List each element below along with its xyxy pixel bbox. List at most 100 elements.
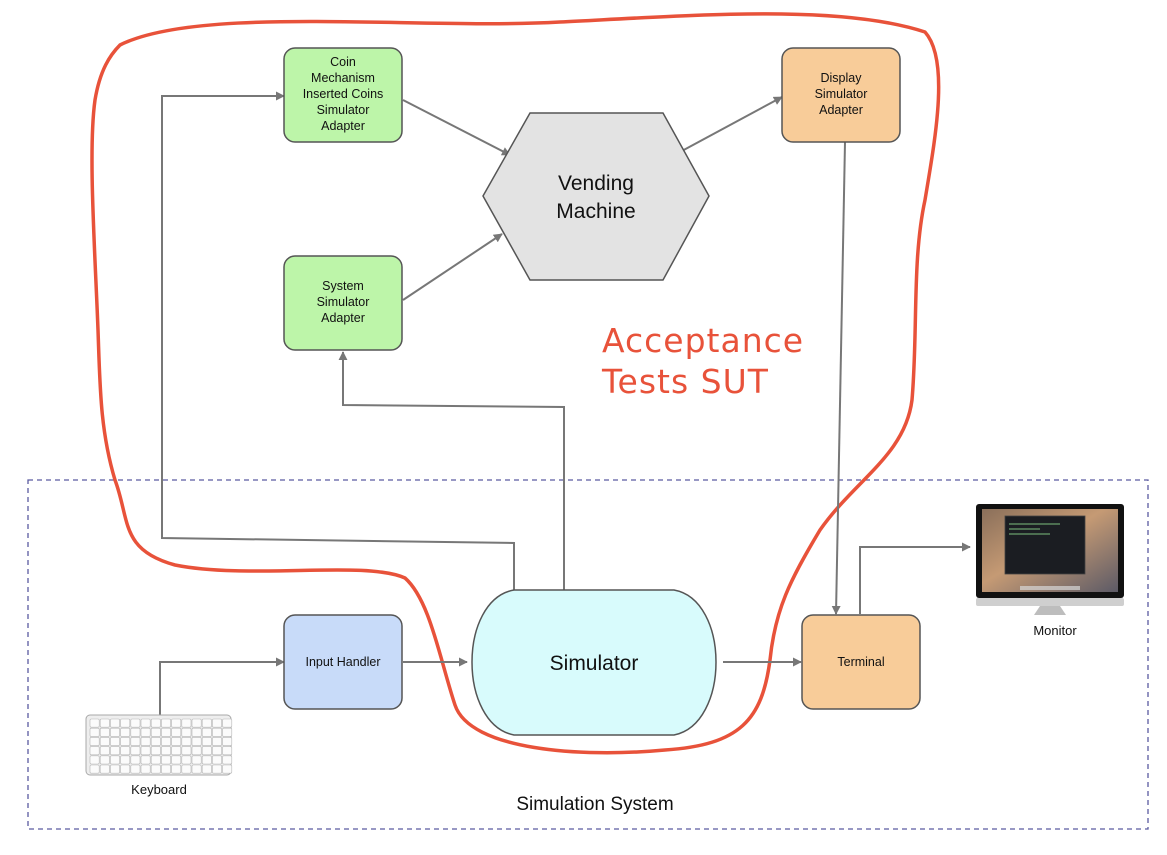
- edge-display-adapter-to-terminal: [831, 141, 846, 615]
- terminal-node[interactable]: Terminal: [801, 614, 921, 710]
- keyboard-key: [130, 755, 141, 765]
- keyboard-key: [99, 764, 110, 774]
- system-adapter-label-3: Adapter: [321, 311, 365, 325]
- edge-keyboard-to-input-handler: [159, 657, 285, 715]
- keyboard-key: [99, 727, 110, 737]
- keyboard-key: [222, 727, 233, 737]
- keyboard-key: [99, 755, 110, 765]
- keyboard-key: [120, 746, 131, 756]
- keyboard-key: [150, 764, 161, 774]
- system-adapter-label-1: System: [322, 279, 364, 293]
- keyboard-key: [110, 718, 120, 728]
- keyboard-key: [120, 727, 131, 737]
- keyboard-key: [99, 737, 110, 746]
- keyboard-key: [201, 746, 212, 756]
- coin-mechanism-adapter-node[interactable]: Coin Mechanism Inserted Coins Simulator …: [283, 47, 403, 143]
- keyboard-key: [161, 764, 171, 774]
- keyboard-key: [110, 727, 120, 737]
- keyboard-key: [201, 737, 212, 746]
- keyboard-key: [130, 737, 141, 746]
- keyboard-key: [89, 746, 100, 756]
- display-simulator-adapter-node[interactable]: Display Simulator Adapter: [781, 47, 901, 143]
- keyboard-key: [99, 746, 110, 756]
- coin-adapter-label-5: Adapter: [321, 119, 365, 133]
- keyboard-key: [181, 718, 192, 728]
- input-handler-label: Input Handler: [305, 655, 380, 669]
- simulator-node[interactable]: Simulator: [471, 589, 717, 736]
- keyboard-key: [120, 737, 131, 746]
- keyboard-key: [99, 718, 110, 728]
- system-simulator-adapter-node[interactable]: System Simulator Adapter: [283, 255, 403, 351]
- coin-adapter-label-4: Simulator: [317, 103, 370, 117]
- keyboard-icon: [85, 714, 233, 776]
- monitor-icon: [976, 504, 1124, 615]
- keyboard-key: [212, 727, 222, 737]
- input-handler-node[interactable]: Input Handler: [283, 614, 403, 710]
- monitor-stand: [1034, 606, 1066, 615]
- acceptance-sut-outline: [90, 12, 941, 755]
- display-adapter-box: [781, 47, 901, 143]
- monitor-terminal-window: [1004, 515, 1086, 575]
- coin-adapter-label-3: Inserted Coins: [303, 87, 384, 101]
- keyboard-key: [222, 755, 233, 765]
- keyboard-key: [89, 718, 100, 728]
- keyboard-key: [161, 755, 171, 765]
- keyboard-key: [130, 727, 141, 737]
- keyboard-key: [140, 746, 151, 756]
- simulation-system-label: Simulation System: [516, 794, 673, 815]
- vending-machine-node[interactable]: Vending Machine: [482, 112, 710, 281]
- keyboard-key: [222, 764, 233, 774]
- keyboard-key: [150, 718, 161, 728]
- keyboard-key: [140, 737, 151, 746]
- keyboard-key: [120, 718, 131, 728]
- edge-system-adapter-to-vending: [402, 233, 503, 301]
- keyboard-key: [89, 764, 100, 774]
- keyboard-key: [110, 764, 120, 774]
- keyboard-key: [110, 755, 120, 765]
- keyboard-key: [110, 746, 120, 756]
- connectors: [159, 91, 971, 715]
- keyboard-key: [89, 727, 100, 737]
- keyboard-key: [201, 718, 212, 728]
- edge-terminal-to-monitor: [859, 542, 971, 614]
- monitor-label: Monitor: [1033, 623, 1077, 638]
- keyboard-key: [171, 727, 182, 737]
- keyboard-label: Keyboard: [131, 782, 187, 797]
- edge-vending-to-display-adapter: [679, 96, 783, 153]
- keyboard-key: [181, 764, 192, 774]
- acceptance-sut-label-line1: Acceptance: [602, 321, 804, 360]
- simulator-shape: [471, 589, 717, 736]
- keyboard-key: [140, 727, 151, 737]
- keyboard-key: [181, 737, 192, 746]
- keyboard-key: [222, 718, 233, 728]
- simulator-label: Simulator: [550, 652, 639, 675]
- coin-adapter-box: [283, 47, 403, 143]
- keyboard-key: [140, 764, 151, 774]
- keyboard-key: [89, 737, 100, 746]
- terminal-box: [801, 614, 921, 710]
- keyboard-key: [161, 727, 171, 737]
- keyboard-key: [130, 718, 141, 728]
- vending-machine-label-1: Vending: [558, 172, 634, 195]
- keyboard-key: [171, 737, 182, 746]
- monitor-chin: [976, 598, 1124, 606]
- keyboard-key: [191, 746, 202, 756]
- keyboard-key: [171, 746, 182, 756]
- display-adapter-label-3: Adapter: [819, 103, 863, 117]
- keyboard-key: [191, 718, 202, 728]
- keyboard-key: [120, 764, 131, 774]
- keyboard-key: [212, 737, 222, 746]
- edge-coin-adapter-to-vending: [402, 99, 511, 156]
- keyboard-key: [181, 755, 192, 765]
- monitor-dock: [1020, 586, 1080, 590]
- keyboard-key: [191, 755, 202, 765]
- display-adapter-label-1: Display: [821, 71, 863, 85]
- keyboard-key: [140, 755, 151, 765]
- keyboard-key: [110, 737, 120, 746]
- keyboard-key: [201, 755, 212, 765]
- keyboard-key: [171, 755, 182, 765]
- keyboard-key: [191, 764, 202, 774]
- vending-machine-hexagon: [482, 112, 710, 281]
- keyboard-key: [181, 746, 192, 756]
